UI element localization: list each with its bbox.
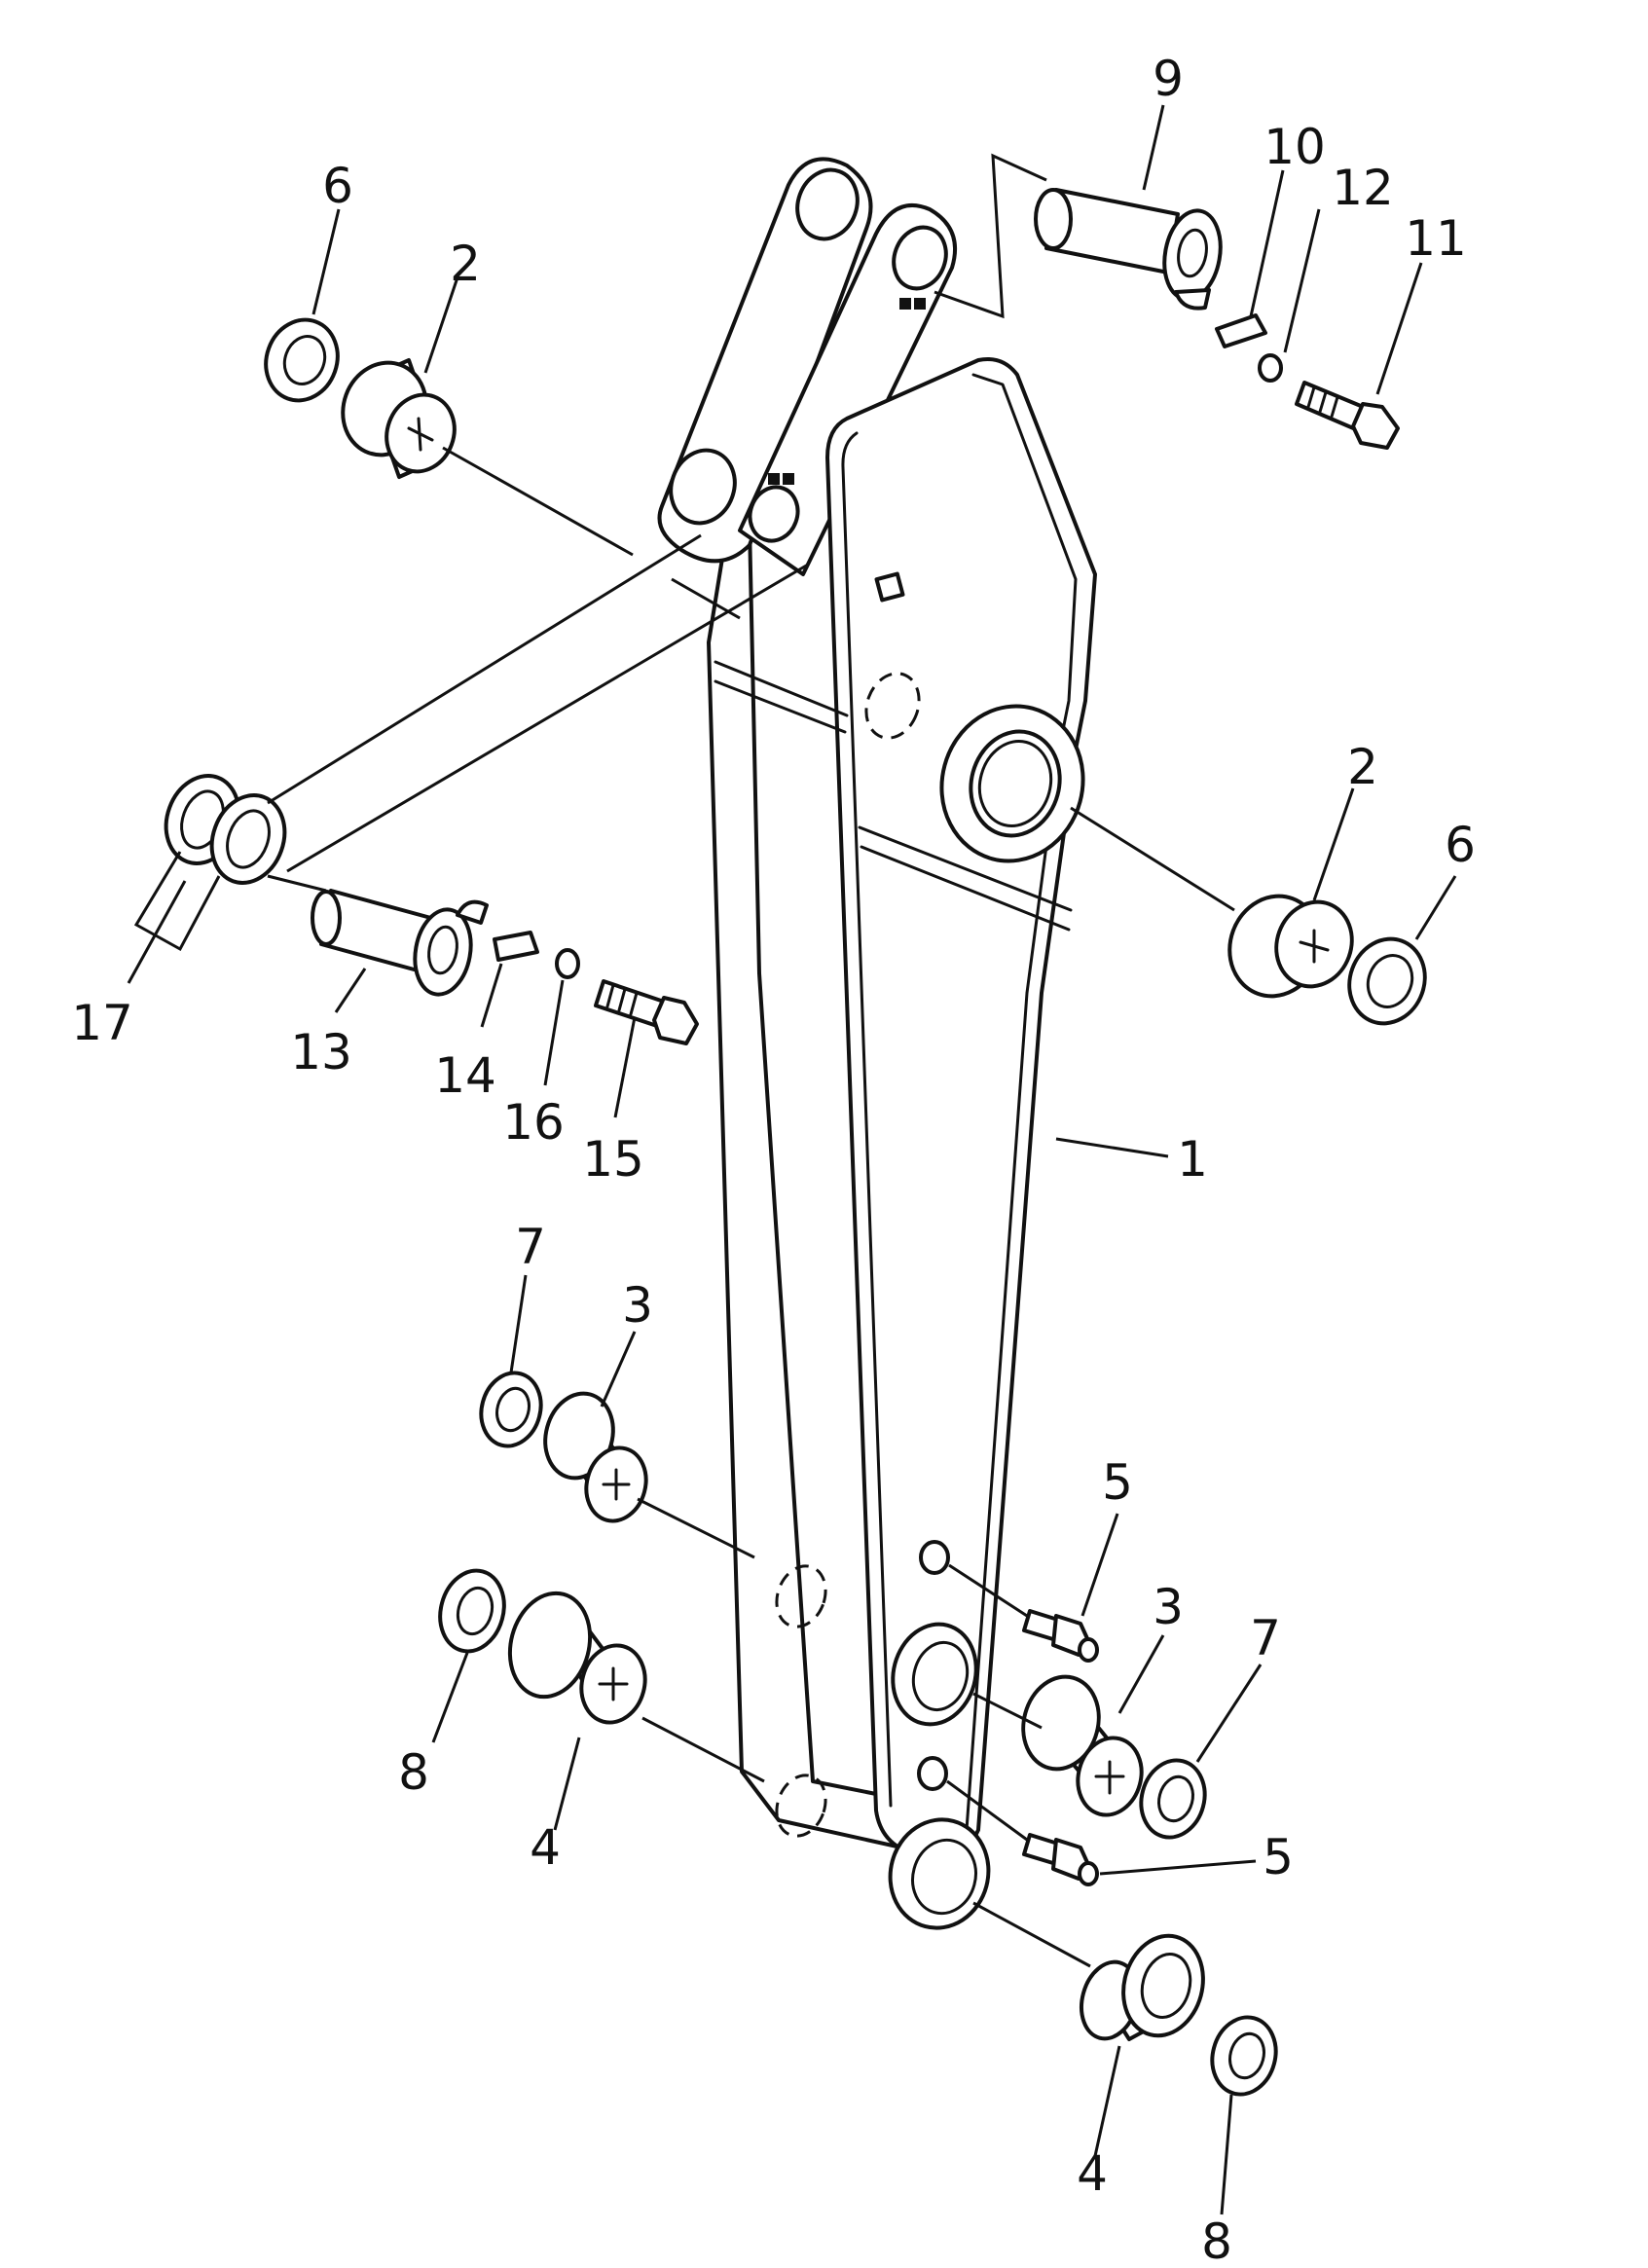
callout-15: 15 xyxy=(582,1131,644,1188)
seal-part-6-upper xyxy=(264,317,340,403)
washer-part-16 xyxy=(555,948,580,979)
flanged-pin-part-4-lower xyxy=(1080,1933,1205,2041)
shims-part-17 xyxy=(164,774,287,885)
seal-part-6-lower xyxy=(1347,936,1427,1026)
callout-12: 12 xyxy=(1332,160,1394,216)
callout-3-lower: 3 xyxy=(1153,1579,1184,1635)
plate-part-10 xyxy=(1215,313,1267,348)
bushing-part-2-upper xyxy=(341,358,457,479)
grease-fitting-part-5-lower xyxy=(1022,1833,1099,1886)
callout-5-lower: 5 xyxy=(1263,1829,1294,1885)
callout-6-lower: 6 xyxy=(1445,817,1476,873)
bushing-part-3-lower xyxy=(1021,1674,1144,1817)
callout-7-upper: 7 xyxy=(515,1219,546,1275)
callout-4-lower: 4 xyxy=(1077,2145,1108,2202)
arm-body xyxy=(657,157,1097,1930)
callout-9: 9 xyxy=(1153,51,1184,107)
callout-1: 1 xyxy=(1177,1131,1208,1188)
callout-14: 14 xyxy=(434,1047,496,1104)
callout-leaders xyxy=(127,104,1457,2215)
grease-fitting-part-5-upper xyxy=(1022,1609,1099,1663)
callout-2-lower: 2 xyxy=(1347,739,1378,795)
callout-5-upper: 5 xyxy=(1102,1454,1133,1511)
callout-2-upper: 2 xyxy=(450,236,481,292)
bushing-part-3-upper xyxy=(543,1391,648,1523)
callout-4-upper: 4 xyxy=(530,1819,561,1876)
callout-10: 10 xyxy=(1263,119,1326,175)
callout-8-lower: 8 xyxy=(1201,2213,1232,2268)
flanged-pin-part-4-upper xyxy=(507,1591,647,1725)
callout-labels: 1 2 2 3 3 4 4 5 5 6 6 7 7 8 8 9 10 11 12… xyxy=(71,51,1476,2268)
bolt-part-15 xyxy=(594,979,699,1045)
callout-8-upper: 8 xyxy=(398,1744,429,1801)
assembly-lines xyxy=(133,153,1235,1968)
pin-part-13 xyxy=(311,889,489,997)
callout-17: 17 xyxy=(71,995,133,1051)
seal-part-8-lower xyxy=(1210,2015,1278,2097)
plate-part-14 xyxy=(493,931,539,962)
washer-part-12 xyxy=(1258,353,1283,383)
bushing-part-2-lower xyxy=(1227,894,1354,999)
seal-part-8-upper xyxy=(438,1568,506,1654)
callout-13: 13 xyxy=(290,1024,352,1080)
callout-6-upper: 6 xyxy=(322,158,353,214)
callout-7-lower: 7 xyxy=(1250,1610,1281,1666)
seal-part-7-lower xyxy=(1139,1758,1207,1840)
callout-3-upper: 3 xyxy=(622,1277,653,1334)
seal-part-7-upper xyxy=(479,1371,543,1448)
callout-11: 11 xyxy=(1405,210,1467,267)
pin-part-9 xyxy=(1034,188,1223,311)
callout-16: 16 xyxy=(502,1094,565,1151)
bolt-part-11 xyxy=(1295,381,1400,450)
